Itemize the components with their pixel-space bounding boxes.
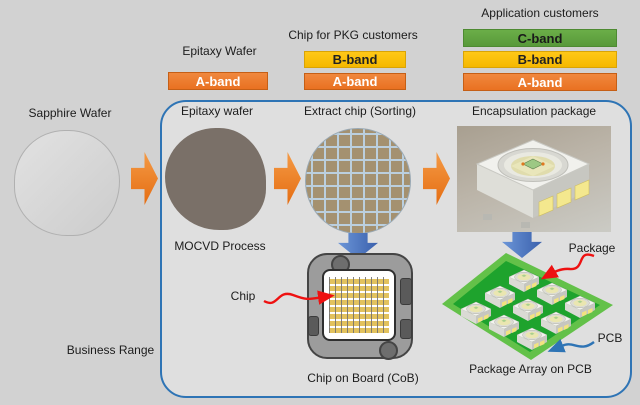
chip-callout-arrow-icon xyxy=(263,290,335,305)
sapphire-wafer-image xyxy=(14,130,120,236)
band-app-a: A-band xyxy=(463,73,617,91)
led-package-image xyxy=(457,126,611,232)
band-app-c: C-band xyxy=(463,29,617,47)
package-callout-label: Package xyxy=(568,241,616,255)
flow-arrow-icon xyxy=(131,152,158,205)
pcb-array-label: Package Array on PCB xyxy=(469,362,592,376)
group-title-chip-pkg: Chip for PKG customers xyxy=(288,28,418,42)
band-pkg-a: A-band xyxy=(304,73,406,90)
cob-screw-hole xyxy=(379,341,398,360)
extract-chip-label: Extract chip (Sorting) xyxy=(303,104,417,118)
cob-terminal xyxy=(308,316,319,336)
cob-terminal xyxy=(400,278,412,305)
sorted-wafer-image xyxy=(305,128,411,234)
epitaxy-wafer-label: Epitaxy wafer xyxy=(180,104,254,118)
cob-module-image xyxy=(307,253,413,360)
cob-die-array xyxy=(329,277,389,333)
band-pkg-b: B-band xyxy=(304,51,406,68)
group-title-application: Application customers xyxy=(481,6,599,20)
group-title-epitaxy-wafer: Epitaxy Wafer xyxy=(182,44,257,58)
epitaxy-wafer-image xyxy=(165,128,266,230)
band-epitaxy-a: A-band xyxy=(168,72,268,90)
pcb-callout-label: PCB xyxy=(597,331,623,345)
led-package-render xyxy=(475,139,591,228)
sapphire-wafer-label: Sapphire Wafer xyxy=(28,106,112,120)
cob-label: Chip on Board (CoB) xyxy=(307,371,419,385)
pcb-array-image xyxy=(442,253,613,360)
chip-callout-label: Chip xyxy=(230,289,256,303)
cob-terminal xyxy=(400,319,412,339)
business-range-label: Business Range xyxy=(66,343,155,357)
mocvd-process-label: MOCVD Process xyxy=(174,239,266,253)
band-app-b: B-band xyxy=(463,51,617,68)
pcb-callout-arrow-icon xyxy=(547,338,595,353)
encapsulation-label: Encapsulation package xyxy=(471,104,597,118)
package-callout-arrow-icon xyxy=(540,253,595,280)
